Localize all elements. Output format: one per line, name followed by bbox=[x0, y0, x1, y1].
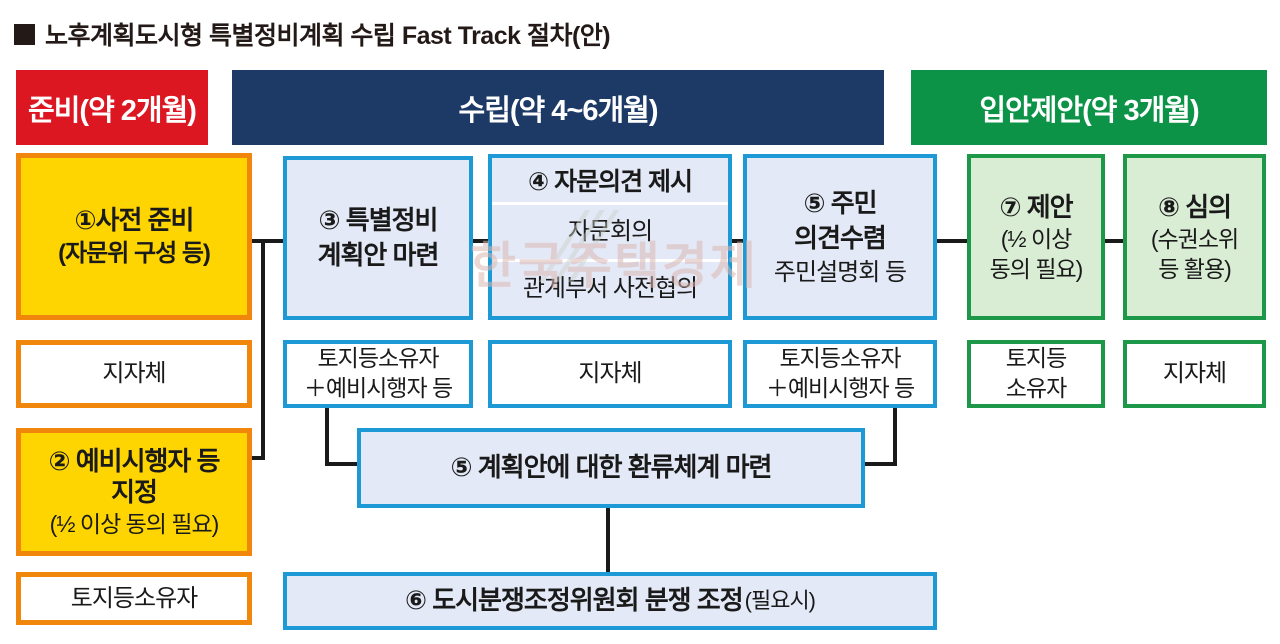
step2-line2: 지정 bbox=[111, 477, 158, 508]
step4-separator-1 bbox=[492, 202, 728, 205]
step3-actor-line2: ＋예비시행자 등 bbox=[303, 375, 453, 401]
title-bullet-icon bbox=[14, 23, 35, 45]
step1-advance-preparation-box: ①사전 준비 (자문위 구성 등) bbox=[16, 153, 252, 320]
phase-header-establishment: 수립(약 4~6개월) bbox=[232, 70, 884, 145]
step2-preliminary-implementer-box: ② 예비시행자 등 지정 (½ 이상 동의 필요) bbox=[16, 428, 252, 556]
step4-sub2: 관계부서 사전협의 bbox=[522, 275, 698, 303]
connector-actor5-down bbox=[893, 408, 897, 466]
step5-line3: 주민설명회 등 bbox=[773, 258, 907, 286]
step4-title: ④ 자문의견 제시 bbox=[527, 168, 693, 196]
step5-actor-line2: ＋예비시행자 등 bbox=[765, 375, 915, 401]
step3-special-plan-draft-box: ③ 특별정비 계획안 마련 bbox=[283, 156, 473, 320]
step5-actor-box: 토지등소유자 ＋예비시행자 등 bbox=[743, 340, 937, 408]
connector-step1-to-step3 bbox=[252, 239, 283, 243]
step6-dispute-mediation-box: ⑥ 도시분쟁조정위원회 분쟁 조정 (필요시) bbox=[283, 572, 937, 630]
step4-actor-box: 지자체 bbox=[488, 340, 732, 408]
phase-header-proposal: 입안제안(약 3개월) bbox=[911, 70, 1267, 145]
phase-header-preparation: 준비(약 2개월) bbox=[16, 70, 208, 145]
step5-resident-opinion-box: ⑤ 주민 의견수렴 주민설명회 등 bbox=[743, 154, 937, 320]
connector-step7-to-step8 bbox=[1105, 239, 1123, 243]
step2-actor-box: 토지등소유자 bbox=[16, 572, 252, 625]
step8-deliberation-box: ⑧ 심의 (수권소위 등 활용) bbox=[1123, 154, 1266, 320]
step4-advisory-opinion-box: ④ 자문의견 제시 자문회의 관계부서 사전협의 bbox=[488, 154, 732, 320]
phase-header-preparation-label: 준비(약 2개월) bbox=[28, 94, 197, 127]
phase-header-establishment-label: 수립(약 4~6개월) bbox=[458, 94, 659, 127]
step7-line1: ⑦ 제안 bbox=[999, 191, 1073, 222]
connector-actor3-into-step5b bbox=[325, 462, 357, 466]
step5b-label: ⑤ 계획안에 대한 환류체계 마련 bbox=[450, 452, 773, 483]
connector-into-step2 bbox=[252, 456, 265, 460]
connector-step4-to-step5 bbox=[732, 239, 743, 243]
step4-actor-label: 지자체 bbox=[578, 360, 642, 388]
connector-actor3-down bbox=[325, 408, 329, 466]
page-title-text: 노후계획도시형 특별정비계획 수립 Fast Track 절차(안) bbox=[45, 22, 611, 50]
step7-line2: (½ 이상 bbox=[1000, 225, 1073, 252]
step3-actor-box: 토지등소유자 ＋예비시행자 등 bbox=[283, 340, 473, 408]
step1-actor-label: 지자체 bbox=[102, 360, 166, 388]
step1-actor-box: 지자체 bbox=[16, 340, 252, 408]
step1-line1: ①사전 준비 bbox=[74, 204, 195, 235]
step2-actor-label: 토지등소유자 bbox=[70, 584, 198, 612]
step4-separator-2 bbox=[492, 259, 728, 262]
page-title: 노후계획도시형 특별정비계획 수립 Fast Track 절차(안) bbox=[14, 16, 611, 52]
step2-line3: (½ 이상 동의 필요) bbox=[49, 511, 220, 538]
step7-line3: 동의 필요) bbox=[989, 255, 1084, 282]
connector-step3-to-step4 bbox=[473, 239, 488, 243]
step7-actor-line2: 소유자 bbox=[1005, 375, 1067, 401]
step8-line3: 등 활용) bbox=[1158, 255, 1232, 282]
connector-actor5-into-step5b bbox=[865, 462, 897, 466]
step5b-feedback-system-box: ⑤ 계획안에 대한 환류체계 마련 bbox=[357, 428, 865, 508]
step3-line1: ③ 특별정비 bbox=[318, 204, 439, 235]
step7-proposal-box: ⑦ 제안 (½ 이상 동의 필요) bbox=[967, 154, 1105, 320]
connector-step5-to-step7 bbox=[937, 239, 967, 243]
step3-actor-line1: 토지등소유자 bbox=[317, 345, 440, 372]
step1-line2: (자문위 구성 등) bbox=[58, 239, 211, 267]
connector-step1-step2-vertical bbox=[261, 239, 265, 460]
step8-actor-label: 지자체 bbox=[1162, 360, 1227, 388]
step5-actor-line1: 토지등소유자 bbox=[779, 345, 902, 372]
connector-step5b-to-step6 bbox=[606, 508, 610, 572]
step7-actor-box: 토지등 소유자 bbox=[967, 340, 1105, 408]
step4-sub1: 자문회의 bbox=[567, 218, 653, 246]
step5-line2: 의견수렴 bbox=[794, 223, 887, 254]
step6-label-bold: ⑥ 도시분쟁조정위원회 분쟁 조정 bbox=[404, 585, 744, 616]
step2-line1: ② 예비시행자 등 bbox=[48, 445, 221, 476]
step3-line2: 계획안 마련 bbox=[317, 240, 440, 270]
step8-line1: ⑧ 심의 bbox=[1157, 191, 1232, 222]
step8-actor-box: 지자체 bbox=[1123, 340, 1266, 408]
step5-line1: ⑤ 주민 bbox=[803, 188, 877, 219]
step6-label-normal: (필요시) bbox=[744, 587, 816, 613]
phase-header-proposal-label: 입안제안(약 3개월) bbox=[979, 94, 1199, 127]
step7-actor-line1: 토지등 bbox=[1005, 345, 1067, 372]
step8-line2: (수권소위 bbox=[1150, 225, 1239, 252]
